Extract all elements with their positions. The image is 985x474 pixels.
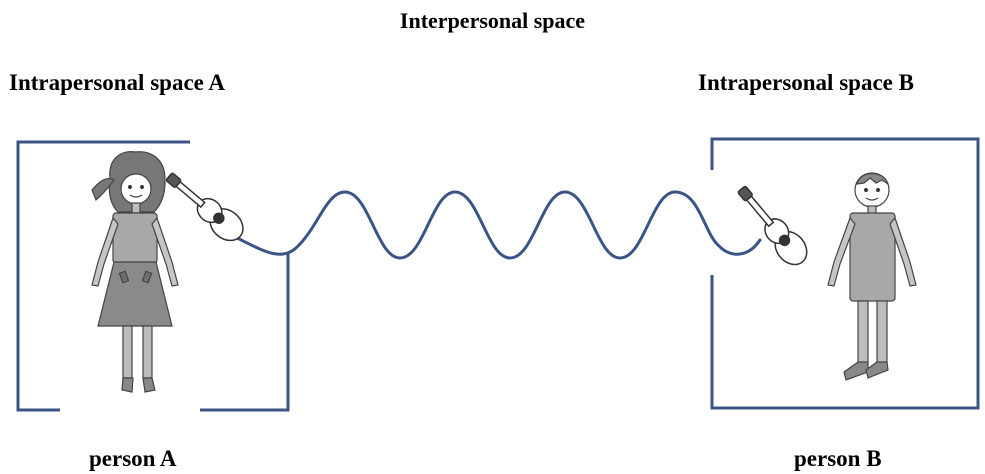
intrapersonal-space-b-label: Intrapersonal space B (698, 70, 914, 95)
person-a-label: person A (89, 446, 177, 471)
person-b-figure (827, 172, 917, 381)
diagram-title: Interpersonal space (399, 8, 586, 33)
interpersonal-wave (233, 190, 762, 260)
guitar-a-icon (165, 172, 244, 242)
person-a-figure (91, 151, 179, 393)
intrapersonal-space-a-label: Intrapersonal space A (9, 70, 225, 95)
guitar-b-icon (737, 185, 808, 266)
person-b-label: person B (794, 446, 882, 471)
